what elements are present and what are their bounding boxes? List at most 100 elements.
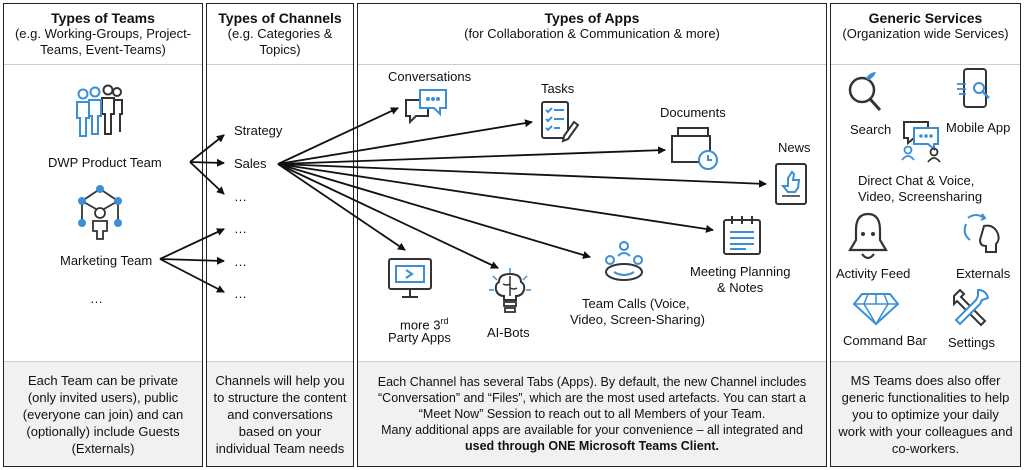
app-party-text: more 3	[400, 317, 441, 333]
apps-header: Types of Apps (for Collaboration & Commu…	[358, 4, 826, 62]
app-tasks-label: Tasks	[541, 81, 575, 96]
services-footer-line: work with your colleagues and	[838, 423, 1013, 439]
apps-footer-line: Many additional apps are available for y…	[381, 423, 803, 437]
arrow-sales-bots	[277, 163, 499, 269]
service-mobile-label: Mobile App	[946, 120, 1011, 135]
channel-sales-label: Sales	[234, 156, 267, 171]
task-checklist-icon	[541, 101, 580, 143]
arrow-sales-documents	[277, 146, 666, 165]
teams-body	[4, 64, 202, 362]
arrow-sales-party	[277, 163, 406, 251]
teams-footer-line: (optionally) include Guests	[26, 423, 180, 439]
teams-footer: Each Team can be private (only invited u…	[4, 362, 202, 466]
apps-body	[358, 64, 826, 362]
app-party-label: more 3rd	[400, 313, 448, 333]
team-more-label: …	[90, 291, 103, 306]
channel-more-label: …	[234, 221, 247, 236]
news-thumbs-up-icon	[775, 163, 807, 205]
team-call-icon	[605, 241, 643, 281]
activity-feed-bell-icon	[848, 212, 888, 260]
channels-subtitle: (e.g. Categories & Topics)	[227, 26, 333, 57]
arrow-marketing-channel	[159, 258, 225, 293]
team-dwp-label: DWP Product Team	[48, 155, 162, 170]
settings-tools-icon	[953, 288, 990, 327]
app-party-label: Party Apps	[388, 330, 451, 345]
service-settings-label: Settings	[948, 335, 995, 350]
arrow-team-sales	[189, 158, 225, 167]
teams-subtitle: (e.g. Working-Groups, Project-Teams, Eve…	[14, 26, 192, 57]
app-meeting-label: & Notes	[717, 280, 764, 295]
channel-more-label: …	[234, 254, 247, 269]
services-footer-line: MS Teams does also offer	[850, 372, 1001, 388]
services-body	[831, 64, 1020, 362]
app-meeting-label: Meeting Planning	[690, 264, 791, 279]
channel-more-label: …	[234, 189, 247, 204]
channels-footer-line: to structure the content	[213, 389, 347, 405]
mobile-app-icon	[957, 68, 990, 108]
teams-footer-line: (only invited users), public	[27, 389, 179, 405]
arrow-marketing-channel	[159, 256, 225, 265]
service-chat-label: Video, Screensharing	[858, 189, 983, 204]
services-footer-line: co-workers.	[891, 440, 960, 456]
services-footer-line: you to optimize your daily	[852, 406, 999, 422]
teams-footer-line: (everyone can join) and can	[22, 406, 184, 422]
arrow-sales-conversations	[277, 107, 399, 165]
teams-title: Types of Teams	[51, 10, 155, 26]
apps-subtitle: (for Collaboration & Communication & mor…	[464, 26, 720, 41]
search-icon	[848, 72, 882, 112]
monitor-app-icon	[388, 258, 432, 298]
teams-column: Types of Teams (e.g. Working-Groups, Pro…	[3, 3, 203, 467]
app-conversations-label: Conversations	[388, 69, 472, 84]
command-bar-diamond-icon	[852, 293, 900, 326]
arrow-marketing-channel	[159, 228, 225, 260]
apps-footer-line: “Conversation” and “Files”, which are th…	[378, 391, 806, 405]
chat-bubbles-icon	[405, 89, 447, 125]
service-search-label: Search	[850, 122, 892, 137]
externals-sync-icon	[963, 213, 1000, 253]
arrow-sales-tasks	[277, 119, 533, 165]
channels-column: Types of Channels (e.g. Categories & Top…	[206, 3, 354, 467]
documents-folder-icon	[671, 127, 718, 170]
apps-footer: Each Channel has several Tabs (Apps). By…	[358, 362, 826, 466]
services-header: Generic Services (Organization wide Serv…	[831, 4, 1020, 62]
team-marketing-label: Marketing Team	[60, 253, 153, 268]
services-title: Generic Services	[868, 10, 983, 26]
app-calls-label: Team Calls (Voice,	[582, 296, 690, 311]
app-party-sup: rd	[440, 316, 449, 326]
app-bots-label: AI-Bots	[487, 325, 530, 340]
services-footer-line: generic functionalities to help	[841, 389, 1010, 405]
channels-footer-line: Channels will help you	[215, 372, 345, 388]
app-documents-label: Documents	[660, 105, 726, 120]
teams-footer-line: (Externals)	[71, 440, 135, 456]
direct-chat-icon	[901, 121, 941, 163]
app-news-label: News	[778, 140, 811, 155]
channels-footer-line: and conversations	[227, 406, 333, 422]
apps-footer-line: “Meet Now” Session to reach out to all M…	[418, 407, 766, 421]
service-activity-label: Activity Feed	[836, 266, 911, 281]
channel-strategy-label: Strategy	[234, 123, 283, 138]
arrow-team-strategy	[189, 134, 225, 163]
channels-footer-line: based on your	[238, 423, 322, 439]
service-chat-label: Direct Chat & Voice,	[858, 173, 975, 188]
apps-footer-line: Each Channel has several Tabs (Apps). By…	[377, 375, 807, 389]
teams-header: Types of Teams (e.g. Working-Groups, Pro…	[4, 4, 202, 62]
apps-title: Types of Apps	[544, 10, 640, 26]
arrow-sales-news	[277, 163, 767, 188]
channels-title: Types of Channels	[218, 10, 342, 26]
service-command-label: Command Bar	[843, 333, 927, 348]
channels-footer-line: individual Team needs	[215, 440, 345, 456]
channels-header: Types of Channels (e.g. Categories & Top…	[207, 4, 353, 62]
service-externals-label: Externals	[956, 266, 1011, 281]
people-group-icon	[76, 84, 123, 137]
ai-brain-icon	[489, 268, 531, 313]
arrow-team-channel	[189, 161, 225, 195]
arrow-sales-meeting	[277, 163, 714, 233]
calendar-notes-icon	[723, 216, 761, 255]
network-team-icon	[78, 185, 122, 240]
teams-footer-line: Each Team can be private	[27, 372, 179, 388]
channels-body	[207, 64, 353, 362]
channels-footer: Channels will help you to structure the …	[207, 362, 353, 466]
apps-footer-bold-line: used through ONE Microsoft Teams Client.	[465, 439, 719, 453]
channel-more-label: …	[234, 286, 247, 301]
